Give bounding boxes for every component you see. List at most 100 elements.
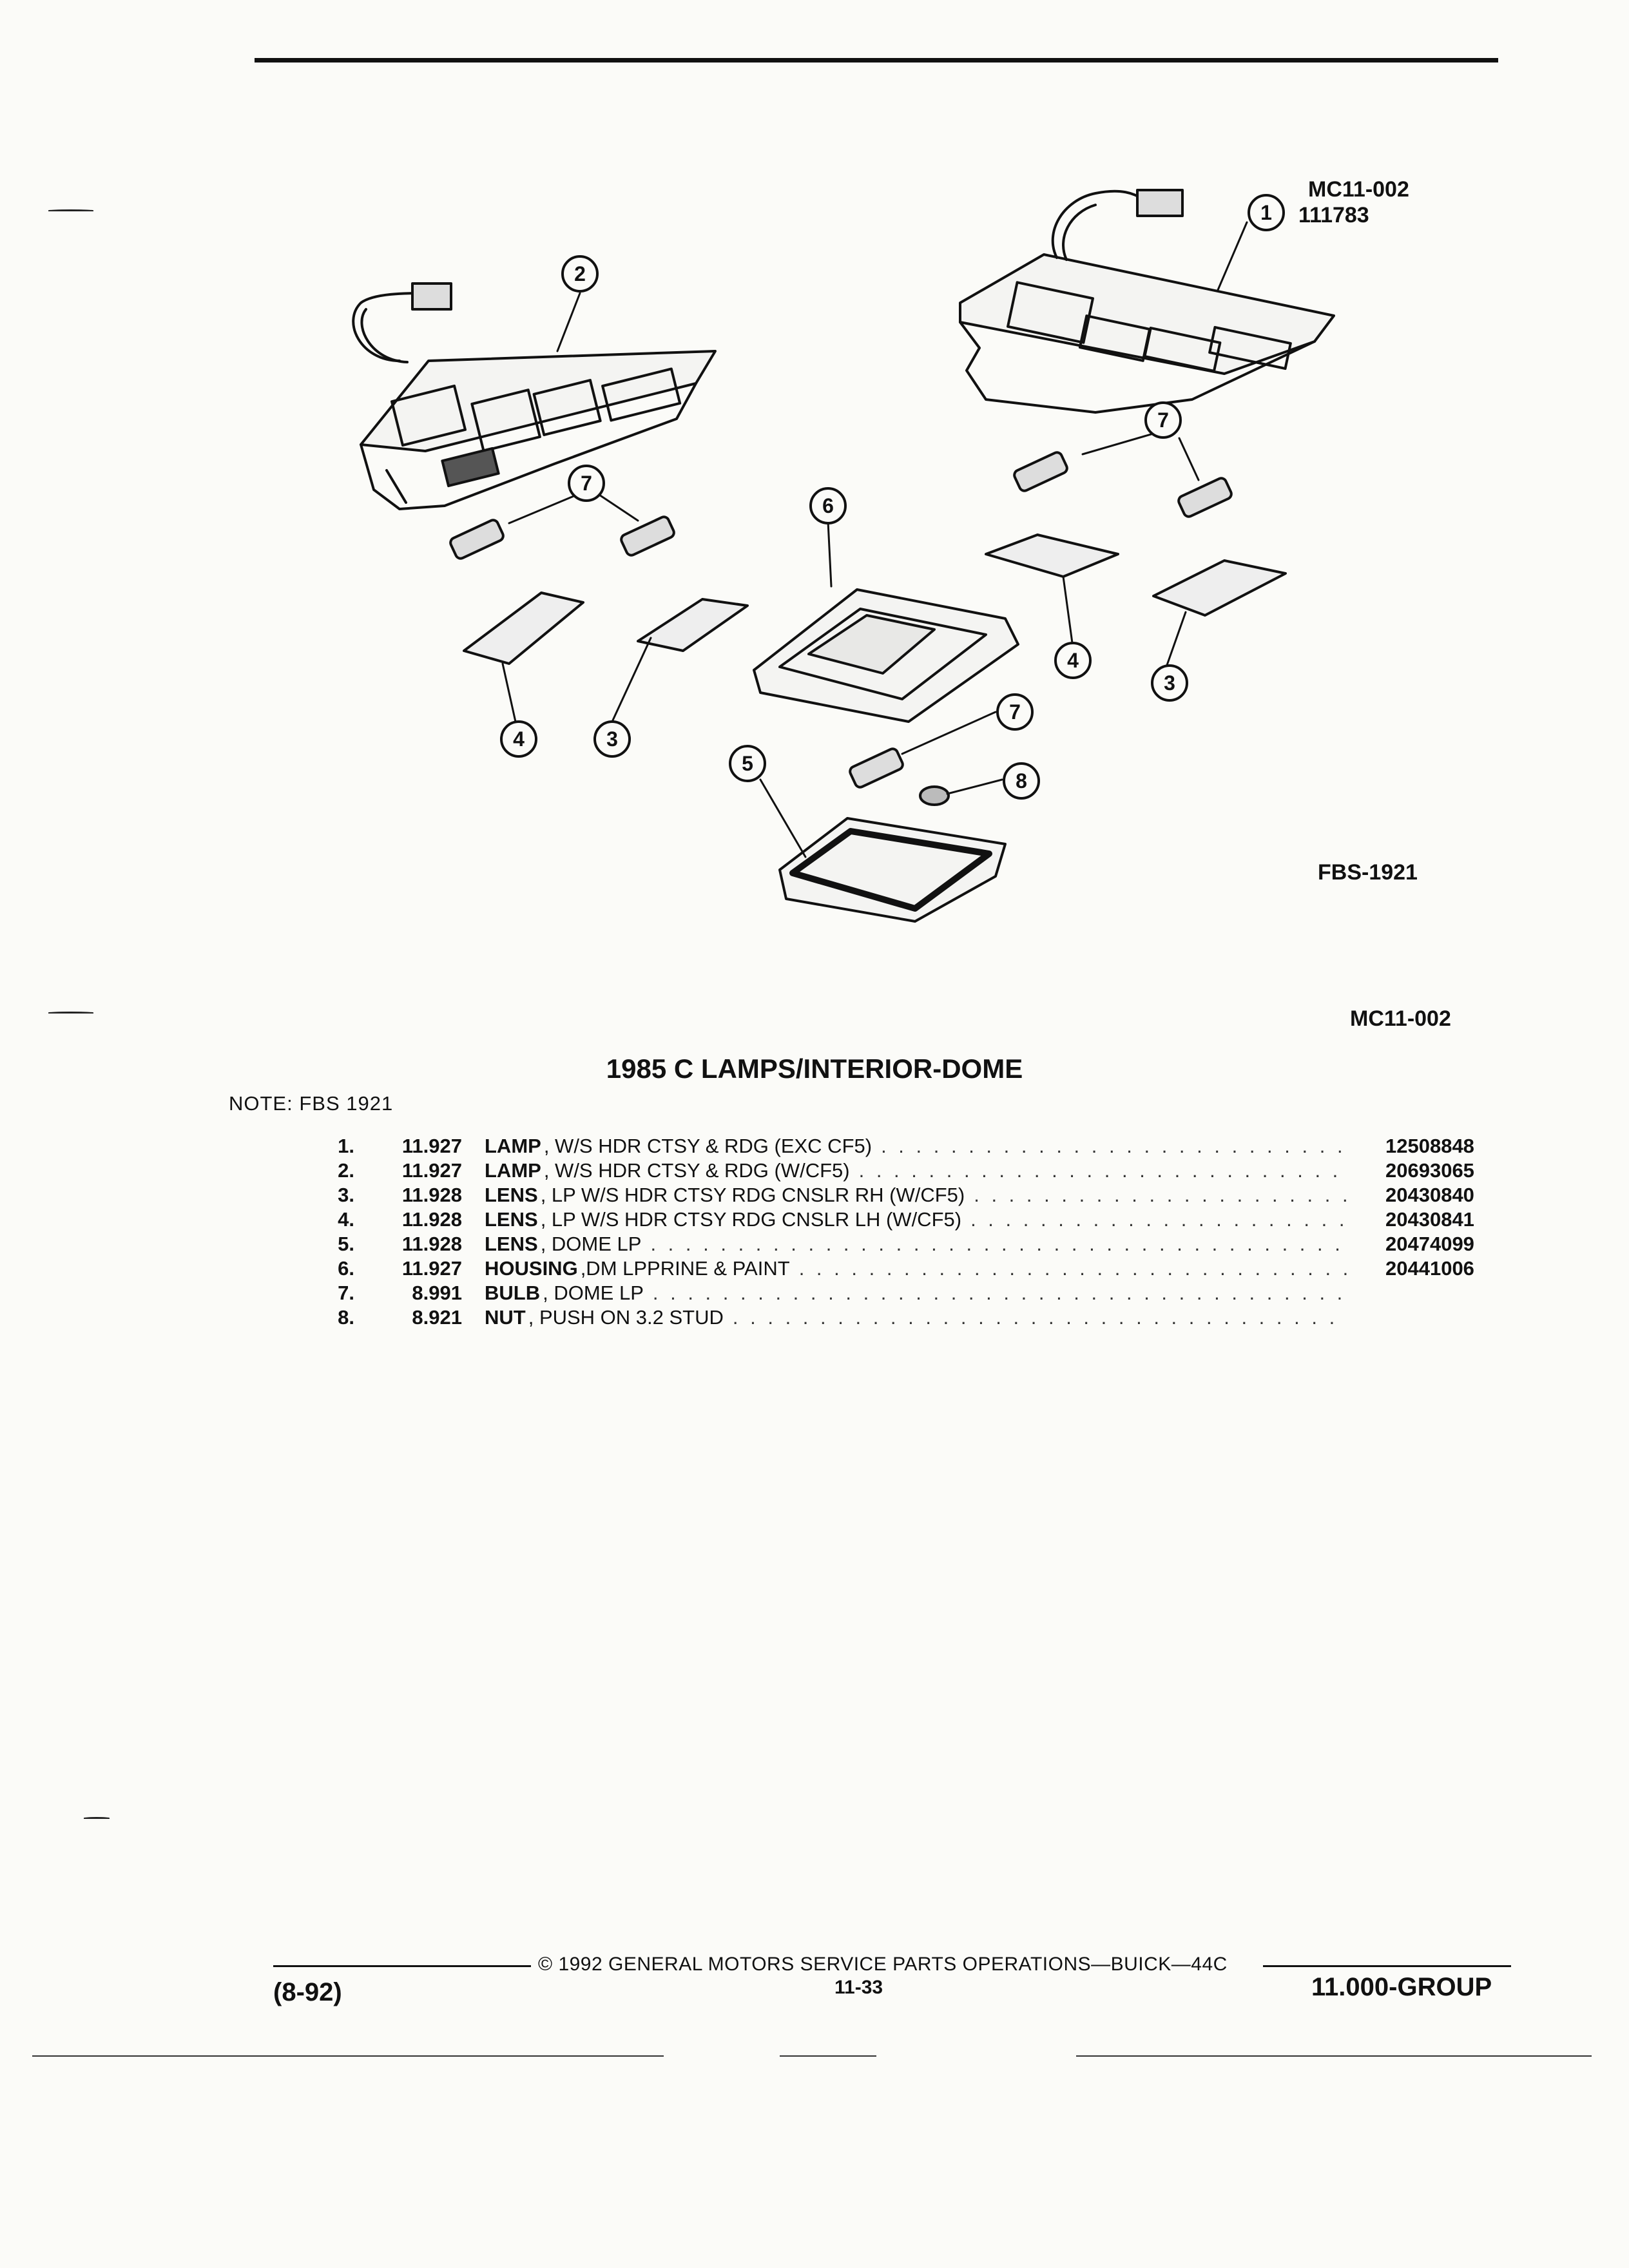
part-number: 20441006 bbox=[1385, 1257, 1474, 1280]
lens-left-3 bbox=[637, 598, 749, 652]
callout-7: 7 bbox=[1009, 700, 1021, 724]
leader-dots bbox=[970, 1207, 1348, 1232]
parts-row: 6. 11.927 HOUSING,DM LPPRINE & PAINT 204… bbox=[316, 1256, 1514, 1281]
lamp-assembly-left bbox=[352, 282, 717, 510]
part-group: 11.928 bbox=[401, 1184, 462, 1206]
figure-id-code: MC11-002 bbox=[1308, 177, 1409, 202]
parts-row: 8. 8.921 NUT, PUSH ON 3.2 STUD bbox=[316, 1305, 1514, 1330]
scan-edge-line bbox=[1076, 2055, 1592, 2057]
bulb-center bbox=[849, 747, 904, 789]
part-description: , PUSH ON 3.2 STUD bbox=[528, 1306, 724, 1329]
page-number: 11-33 bbox=[834, 1977, 883, 1998]
part-number: 20693065 bbox=[1385, 1159, 1474, 1182]
copyright: © 1992 GENERAL MOTORS SERVICE PARTS OPER… bbox=[538, 1954, 1228, 1975]
revision-date: (8-92) bbox=[273, 1978, 342, 2006]
part-name: HOUSING bbox=[485, 1257, 578, 1280]
lens-right-3 bbox=[1152, 559, 1287, 617]
callout-3: 3 bbox=[606, 727, 618, 751]
footer-rule-right bbox=[1263, 1965, 1511, 1967]
part-index: 7. bbox=[338, 1282, 354, 1304]
part-group: 11.928 bbox=[401, 1208, 462, 1231]
part-name: LAMP bbox=[485, 1135, 541, 1157]
margin-mark bbox=[84, 1817, 110, 1819]
dome-housing bbox=[753, 588, 1019, 723]
part-group: 11.928 bbox=[401, 1233, 462, 1255]
leader-dots bbox=[650, 1232, 1348, 1256]
part-name: LENS bbox=[485, 1184, 538, 1206]
lens-right-4 bbox=[985, 533, 1119, 578]
part-index: 6. bbox=[338, 1257, 354, 1280]
callout-2: 2 bbox=[574, 262, 586, 285]
part-description: , W/S HDR CTSY & RDG (EXC CF5) bbox=[543, 1135, 872, 1157]
part-description: , W/S HDR CTSY & RDG (W/CF5) bbox=[543, 1159, 850, 1182]
part-index: 8. bbox=[338, 1306, 354, 1329]
leader-dots bbox=[881, 1134, 1348, 1158]
fbs-code: FBS-1921 bbox=[1318, 860, 1418, 885]
callout-1: 1 bbox=[1260, 201, 1272, 224]
part-description: , DOME LP bbox=[540, 1233, 642, 1255]
callout-8: 8 bbox=[1016, 769, 1027, 793]
part-group: 8.991 bbox=[412, 1282, 462, 1304]
leader-dots bbox=[859, 1158, 1348, 1183]
part-index: 5. bbox=[338, 1233, 354, 1255]
bulb-right-b bbox=[1177, 477, 1233, 518]
part-name: BULB bbox=[485, 1282, 541, 1304]
part-group: 8.921 bbox=[412, 1306, 462, 1329]
bulb-right-a bbox=[1013, 451, 1068, 492]
leader-dots bbox=[653, 1281, 1348, 1305]
part-name: LENS bbox=[485, 1233, 538, 1255]
callout-7: 7 bbox=[1157, 408, 1169, 432]
margin-mark bbox=[48, 1012, 93, 1014]
callout-4: 4 bbox=[513, 727, 525, 751]
callout-3: 3 bbox=[1164, 671, 1175, 695]
parts-list: 1. 11.927 LAMP, W/S HDR CTSY & RDG (EXC … bbox=[316, 1134, 1514, 1330]
leader-dots bbox=[733, 1305, 1348, 1330]
callout-5: 5 bbox=[742, 752, 753, 775]
note: NOTE: FBS 1921 bbox=[229, 1092, 394, 1115]
part-index: 1. bbox=[338, 1135, 354, 1157]
part-description: , DOME LP bbox=[543, 1282, 644, 1304]
callout-6: 6 bbox=[822, 494, 834, 517]
part-group: 11.927 bbox=[401, 1159, 462, 1182]
parts-row: 2. 11.927 LAMP, W/S HDR CTSY & RDG (W/CF… bbox=[316, 1158, 1514, 1183]
callout-4: 4 bbox=[1067, 649, 1079, 672]
part-group: 11.927 bbox=[401, 1257, 462, 1280]
part-number: 12508848 bbox=[1385, 1135, 1474, 1157]
group-code: 11.000-GROUP bbox=[1311, 1973, 1492, 2001]
bulb-left-b bbox=[620, 515, 675, 557]
bulb-left-a bbox=[449, 519, 505, 560]
part-number: 20430841 bbox=[1385, 1208, 1474, 1231]
part-number: 20430840 bbox=[1385, 1184, 1474, 1206]
part-description: ,DM LPPRINE & PAINT bbox=[580, 1257, 790, 1280]
callout-7: 7 bbox=[581, 472, 592, 495]
part-name: NUT bbox=[485, 1306, 526, 1329]
part-name: LENS bbox=[485, 1208, 538, 1231]
page-title: 1985 C LAMPS/INTERIOR-DOME bbox=[606, 1053, 1023, 1084]
part-index: 3. bbox=[338, 1184, 354, 1206]
leader-dots bbox=[799, 1256, 1348, 1281]
scan-edge-line bbox=[32, 2055, 664, 2057]
parts-row: 1. 11.927 LAMP, W/S HDR CTSY & RDG (EXC … bbox=[316, 1134, 1514, 1158]
footer-rule-left bbox=[273, 1965, 531, 1967]
part-description: , LP W/S HDR CTSY RDG CNSLR RH (W/CF5) bbox=[540, 1184, 965, 1206]
part-group: 11.927 bbox=[401, 1135, 462, 1157]
parts-row: 5. 11.928 LENS, DOME LP 20474099 bbox=[316, 1232, 1514, 1256]
part-index: 2. bbox=[338, 1159, 354, 1182]
dome-lens bbox=[778, 817, 1007, 923]
margin-mark bbox=[48, 209, 93, 211]
part-index: 4. bbox=[338, 1208, 354, 1231]
part-description: , LP W/S HDR CTSY RDG CNSLR LH (W/CF5) bbox=[540, 1208, 962, 1231]
leader-dots bbox=[974, 1183, 1348, 1207]
nut bbox=[919, 785, 950, 806]
parts-row: 4. 11.928 LENS, LP W/S HDR CTSY RDG CNSL… bbox=[316, 1207, 1514, 1232]
scan-edge-line bbox=[780, 2055, 876, 2057]
exploded-parts-diagram: 1 2 7 7 6 4 3 4 3 7 5 8 bbox=[352, 189, 1335, 923]
lamp-assembly-right bbox=[959, 189, 1335, 414]
parts-row: 7. 8.991 BULB, DOME LP bbox=[316, 1281, 1514, 1305]
lens-left-4 bbox=[463, 591, 584, 665]
reference-code: MC11-002 bbox=[1350, 1006, 1451, 1031]
parts-row: 3. 11.928 LENS, LP W/S HDR CTSY RDG CNSL… bbox=[316, 1183, 1514, 1207]
part-name: LAMP bbox=[485, 1159, 541, 1182]
top-rule bbox=[255, 58, 1498, 62]
part-number: 20474099 bbox=[1385, 1233, 1474, 1255]
